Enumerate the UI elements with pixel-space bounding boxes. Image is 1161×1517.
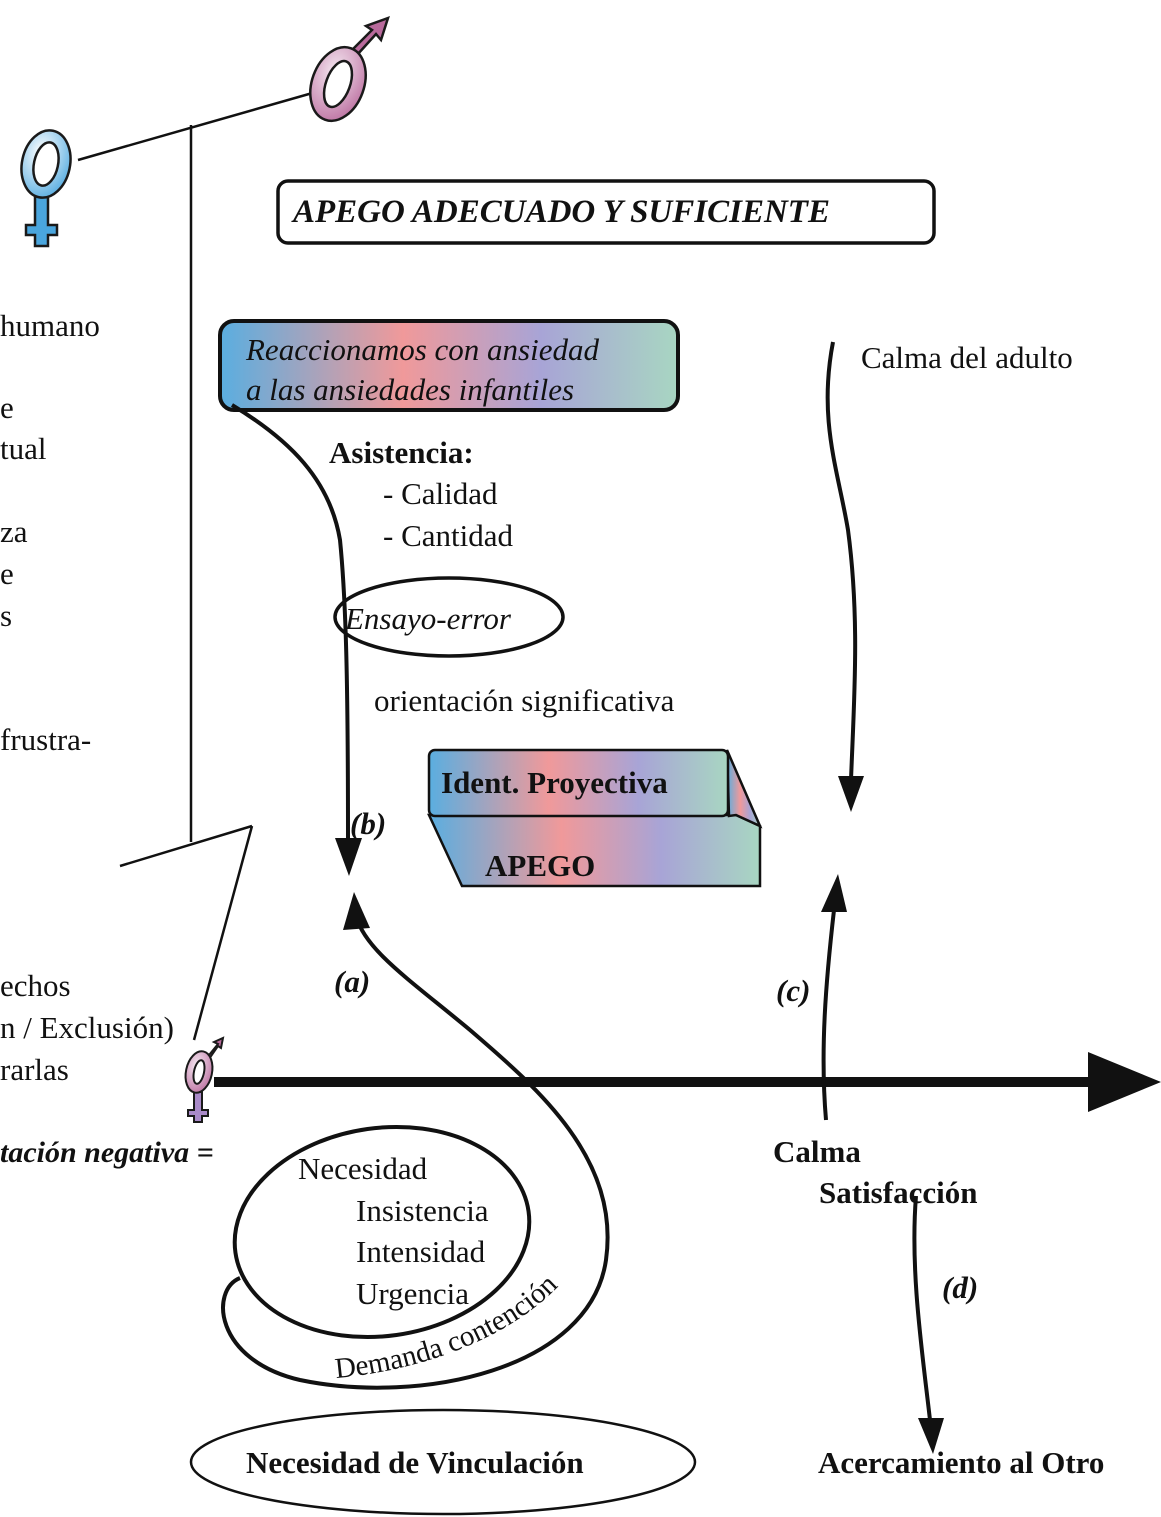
orientacion-label: orientación significativa [374, 683, 675, 718]
left-fragment-6: s [0, 598, 13, 633]
anxiety-line-2: a las ansiedades infantiles [246, 372, 575, 407]
arrow-a [221, 892, 610, 1390]
diagram-title: APEGO ADECUADO Y SUFICIENTE [293, 194, 830, 230]
vinculacion-ellipse [189, 1408, 697, 1516]
ensayo-error-label: Ensayo-error [345, 601, 511, 636]
left-fragment-1: humano [0, 308, 100, 343]
anxiety-line-1: Reaccionamos con ansiedad [246, 332, 599, 367]
family-tree-lines [77, 86, 331, 1041]
label-a: (a) [334, 964, 371, 999]
ensayo-error-ellipse [333, 576, 565, 658]
ident-proyectiva-label: Ident. Proyectiva [441, 765, 668, 800]
label-b: (b) [350, 806, 387, 841]
left-fragment-7: frustra- [0, 722, 92, 757]
left-fragment-10: rarlas [0, 1052, 69, 1087]
needs-item-intensidad: Intensidad [356, 1234, 486, 1269]
arrow-b [230, 403, 362, 876]
male-symbol-icon [309, 15, 390, 123]
left-fragment-5: e [0, 556, 14, 591]
ident-proyectiva-block [427, 748, 763, 888]
left-fragment-11: tación negativa = [0, 1136, 214, 1169]
label-c: (c) [776, 973, 811, 1008]
label-d: (d) [942, 1270, 979, 1305]
arrow-calma-adulto [825, 341, 864, 812]
needs-item-urgencia: Urgencia [356, 1276, 470, 1311]
title-box [276, 179, 936, 245]
left-fragment-3: tual [0, 431, 47, 466]
timeline-arrow [214, 1052, 1161, 1112]
vinculacion-label: Necesidad de Vinculación [246, 1445, 584, 1480]
asistencia-item-calidad: - Calidad [383, 476, 498, 511]
acercamiento-label: Acercamiento al Otro [818, 1445, 1105, 1480]
satisfaccion-label: Satisfacción [819, 1175, 978, 1210]
anxiety-box [218, 319, 680, 412]
apego-label: APEGO [485, 848, 596, 883]
asistencia-heading: Asistencia: [329, 435, 474, 470]
left-fragment-8: echos [0, 968, 71, 1003]
female-symbol-icon [20, 129, 72, 248]
left-fragment-4: za [0, 514, 28, 549]
arrow-d [912, 1195, 944, 1454]
left-fragment-9: n / Exclusión) [0, 1010, 174, 1045]
calma-adulto-label: Calma del adulto [861, 340, 1073, 375]
union-symbol-icon [184, 1036, 225, 1123]
asistencia-item-cantidad: - Cantidad [383, 518, 513, 553]
needs-item-insistencia: Insistencia [356, 1193, 489, 1228]
calma-label: Calma [773, 1134, 861, 1169]
left-fragment-2: e [0, 390, 14, 425]
needs-head: Necesidad [298, 1151, 428, 1186]
needs-ellipse [232, 1124, 532, 1340]
arrow-c [821, 874, 847, 1121]
